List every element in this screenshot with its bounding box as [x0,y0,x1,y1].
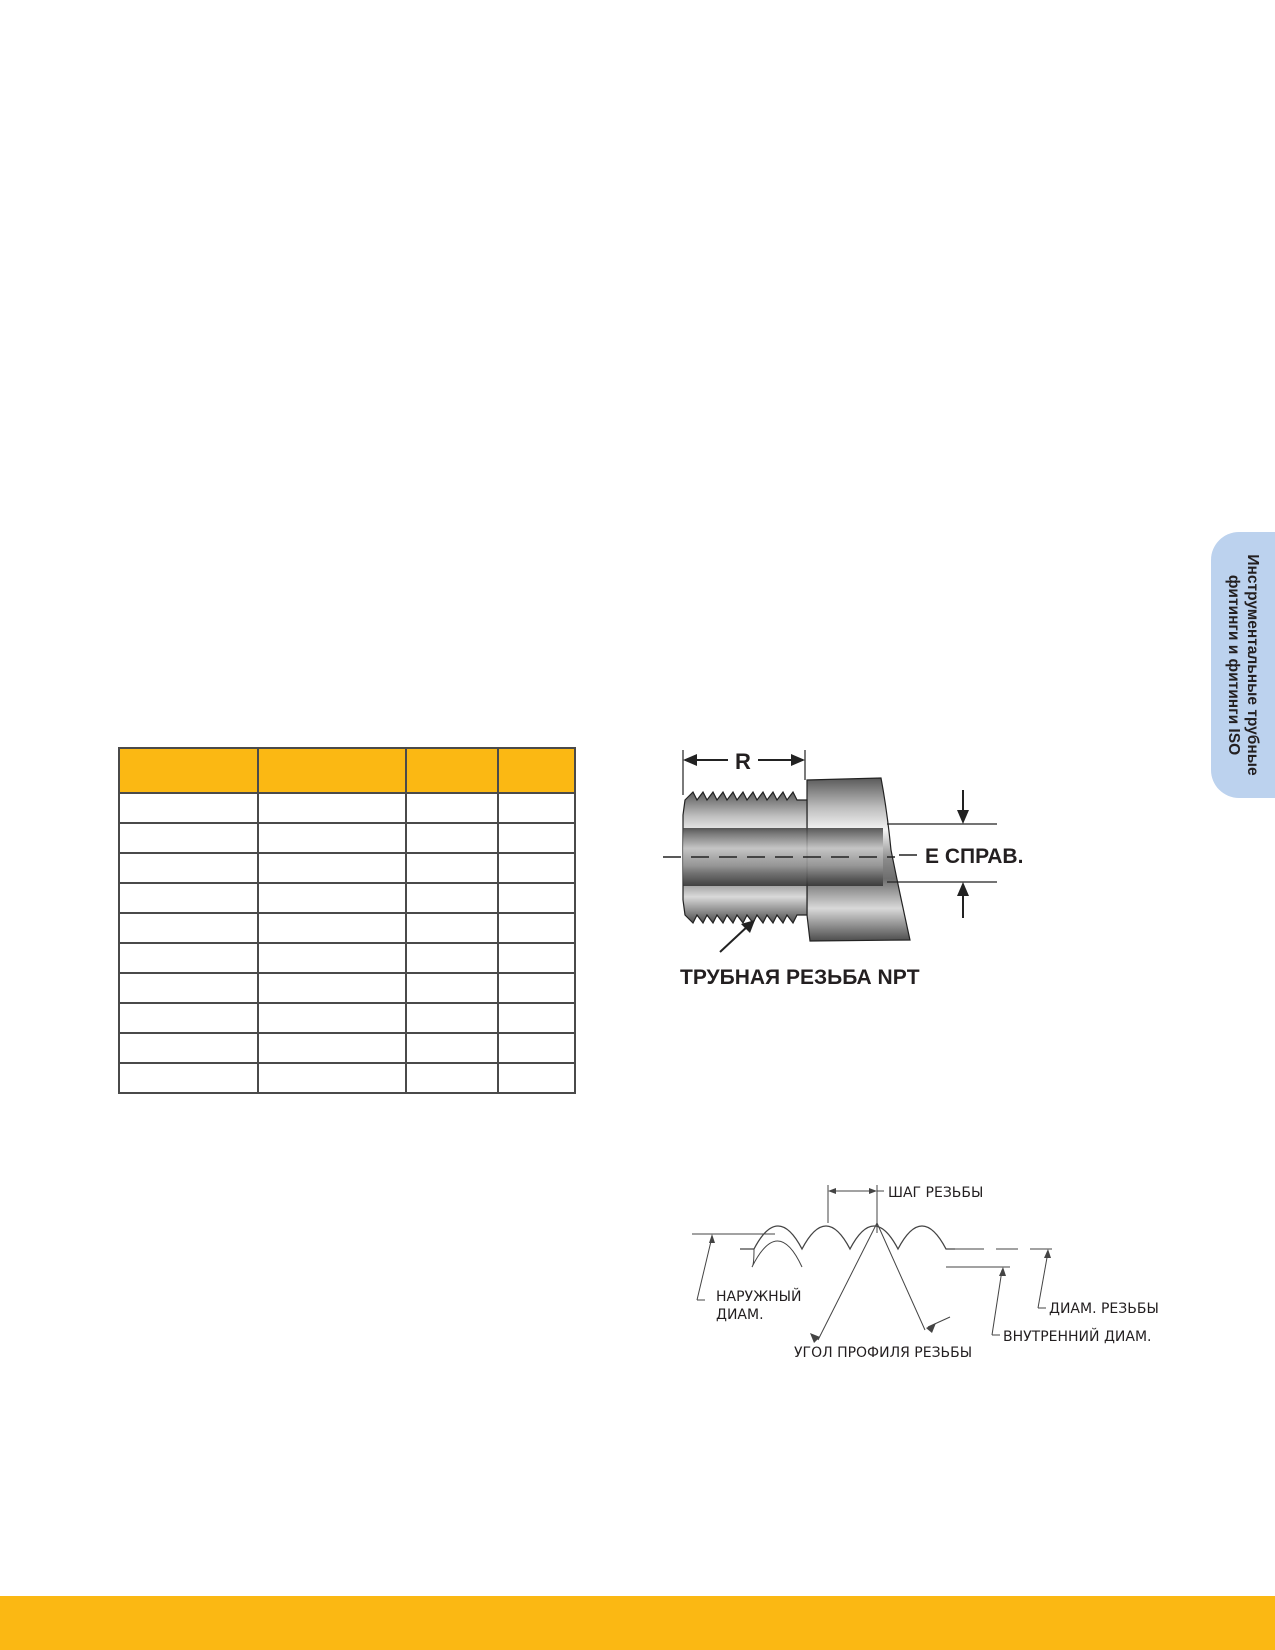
angle-label: УГОЛ ПРОФИЛЯ РЕЗЬБЫ [794,1345,972,1361]
table-cell [257,852,407,884]
e-arrow-up-icon [957,882,969,896]
thread-type-label: ТРУБНАЯ РЕЗЬБА NPT [680,966,920,989]
inner-dia-label: ВНУТРЕННИЙ ДИАМ. [1003,1327,1151,1345]
table-cell [257,942,407,974]
table-header-row [118,747,576,794]
table-cell [118,912,259,944]
table-cell [497,912,576,944]
table-cell [257,1002,407,1034]
r-arrow-left-icon [683,754,697,766]
e-dimension-label: E СПРАВ. [925,845,1023,868]
pitch-label: ШАГ РЕЗЬБЫ [888,1185,983,1201]
table-cell [405,852,499,884]
table-cell [257,822,407,854]
outer-dia-label-line2: ДИАМ. [716,1307,764,1323]
table-row [118,1002,576,1034]
thread-dia-label: ДИАМ. РЕЗЬБЫ [1049,1301,1159,1317]
inner-dia-arrow-icon [999,1267,1006,1276]
table-row [118,912,576,944]
table-row [118,942,576,974]
table-header-cell [257,747,407,794]
table-cell [118,942,259,974]
table-cell [257,972,407,1004]
table-cell [497,852,576,884]
outer-dia-arrow-icon [709,1234,715,1243]
table-cell [118,1002,259,1034]
thread-dia-arrow-icon [1044,1249,1051,1258]
table-body [118,792,576,1094]
table-cell [118,972,259,1004]
table-cell [497,882,576,914]
angle-arrow-right-icon [926,1323,936,1333]
table-cell [118,882,259,914]
table-cell [257,792,407,824]
table-cell [257,882,407,914]
table-cell [405,912,499,944]
table-row [118,972,576,1004]
npt-fitting-diagram: R E СПРАВ. ТРУБНАЯ РЕЗЬБА NPT [663,749,1023,989]
table-row [118,1032,576,1064]
table-row [118,852,576,884]
table-row [118,882,576,914]
spec-table [118,747,576,1094]
table-cell [257,1032,407,1064]
table-cell [405,942,499,974]
table-cell [405,822,499,854]
table-header-cell [497,747,576,794]
section-tab-label: Инструментальные трубные фитинги и фитин… [1224,540,1262,790]
table-row [118,822,576,854]
table-cell [497,1032,576,1064]
table-header-cell [118,747,259,794]
r-dimension-label: R [735,749,751,774]
table-header-cell [405,747,499,794]
table-cell [497,972,576,1004]
table-cell [118,1032,259,1064]
table-cell [405,1002,499,1034]
table-cell [497,792,576,824]
table-cell [257,912,407,944]
table-cell [405,1032,499,1064]
section-tab-line1: Инструментальные трубные [1244,554,1261,776]
table-cell [118,852,259,884]
section-tab[interactable]: Инструментальные трубные фитинги и фитин… [1211,532,1275,798]
table-cell [497,1062,576,1094]
table-row [118,792,576,824]
table-cell [405,972,499,1004]
table-cell [405,792,499,824]
table-row [118,1062,576,1094]
pitch-arrow-right-icon [869,1188,877,1194]
pitch-arrow-left-icon [828,1188,836,1194]
table-cell [405,1062,499,1094]
thread-pointer-arrow-icon [741,920,755,933]
r-arrow-right-icon [791,754,805,766]
section-tab-line2: фитинги и фитинги ISO [1225,574,1242,756]
footer-bar [0,1596,1275,1650]
table-cell [118,822,259,854]
table-cell [118,792,259,824]
table-cell [497,1002,576,1034]
table-cell [497,822,576,854]
table-cell [257,1062,407,1094]
table-cell [118,1062,259,1094]
angle-arrow-left-icon [810,1333,820,1343]
thread-profile-diagram: ШАГ РЕЗЬБЫ УГОЛ ПРОФИЛЯ РЕЗЬБЫ НАРУЖНЫЙ … [692,1185,1159,1361]
e-arrow-down-icon [957,810,969,824]
table-cell [405,882,499,914]
table-cell [497,942,576,974]
thread-wave [740,1225,955,1251]
outer-dia-label-line1: НАРУЖНЫЙ [716,1287,802,1305]
